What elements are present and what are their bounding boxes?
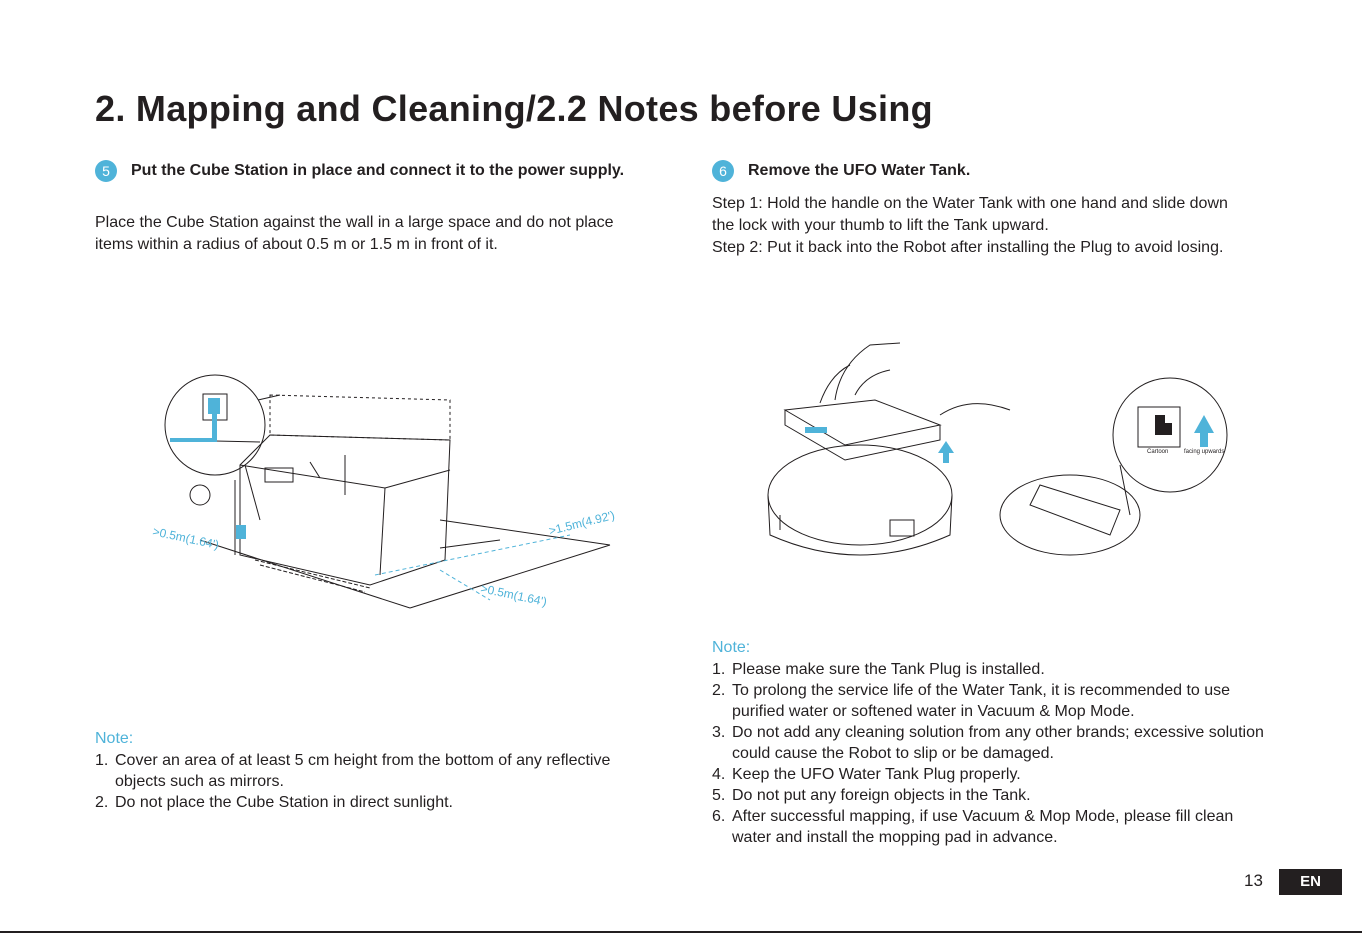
left-distance-label: >0.5m(1.64') [151, 524, 220, 552]
step-6-heading: 6 Remove the UFO Water Tank. [712, 160, 1272, 184]
page-number: 13 [1244, 871, 1263, 890]
step-5-heading: 5 Put the Cube Station in place and conn… [95, 160, 655, 204]
right-notes-list: 1.Please make sure the Tank Plug is inst… [712, 659, 1272, 848]
figure-label-a: Cartoon [1147, 449, 1168, 455]
list-item: 4.Keep the UFO Water Tank Plug properly. [712, 766, 1021, 783]
robot-water-tank-illustration: Cartoon facing upwards [767, 342, 1228, 556]
front-distance-label: >1.5m(4.92') [547, 508, 616, 538]
step-5-heading-text: Put the Cube Station in place and connec… [131, 162, 625, 179]
left-notes-list: 1.Cover an area of at least 5 cm height … [95, 750, 615, 813]
step-6-heading-text: Remove the UFO Water Tank. [748, 162, 971, 179]
right-note-title: Note: [712, 639, 751, 656]
list-item: 2.To prolong the service life of the Wat… [712, 682, 1231, 720]
list-item: 2.Do not place the Cube Station in direc… [95, 794, 453, 811]
list-item: 5.Do not put any foreign objects in the … [712, 787, 1031, 804]
list-item: 6.After successful mapping, if use Vacuu… [712, 808, 1234, 846]
bottom-rule [0, 931, 1362, 933]
step-6-step1: Step 1: Hold the handle on the Water Tan… [712, 195, 1228, 234]
step-number-badge: 6 [712, 160, 734, 182]
list-item: 1.Please make sure the Tank Plug is inst… [712, 661, 1045, 678]
step-6-step2: Step 2: Put it back into the Robot after… [712, 239, 1224, 256]
right-distance-label: >0.5m(1.64') [479, 581, 548, 609]
step-number-badge: 5 [95, 160, 117, 182]
list-item: 3.Do not add any cleaning solution from … [712, 724, 1264, 762]
figure-label-b: facing upwards [1184, 449, 1224, 455]
cube-station-illustration: >0.5m(1.64') >1.5m(4.92') >0.5m(1.64') [151, 374, 616, 609]
page-title: 2. Mapping and Cleaning/2.2 Notes before… [95, 88, 933, 129]
left-note-title: Note: [95, 730, 134, 747]
step-5-body: Place the Cube Station against the wall … [95, 214, 614, 253]
language-badge: EN [1279, 869, 1342, 895]
list-item: 1.Cover an area of at least 5 cm height … [95, 752, 611, 790]
